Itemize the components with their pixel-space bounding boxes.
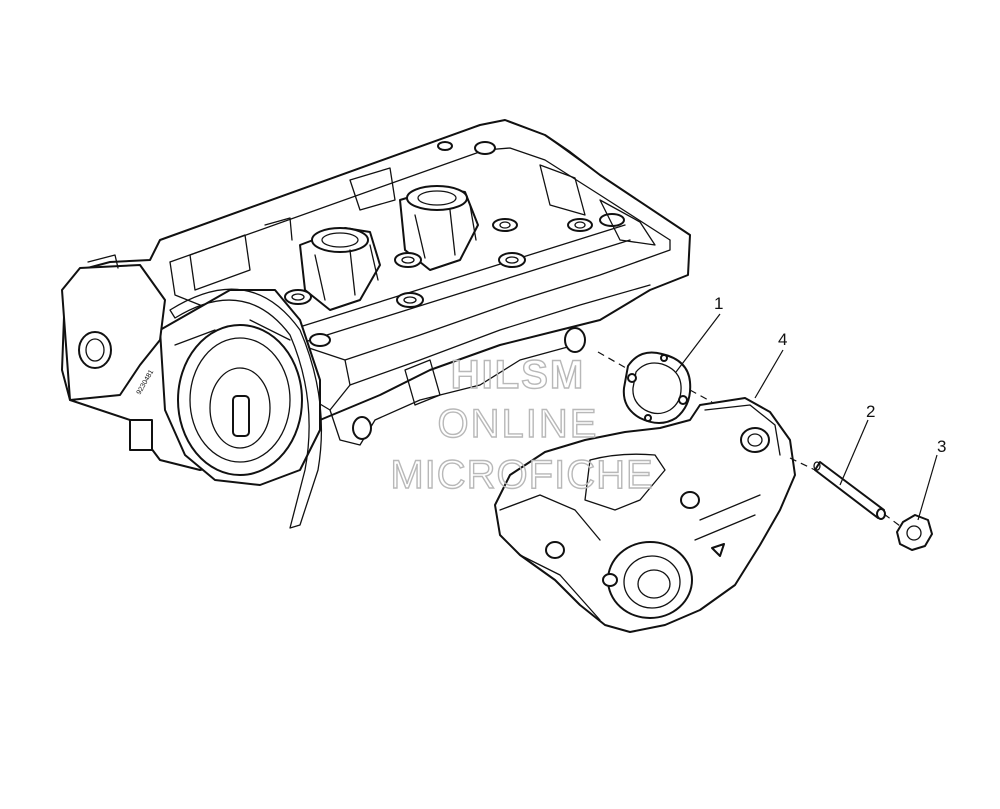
assembly-line-gasket-housing <box>689 389 713 403</box>
callout-leader-1 <box>675 313 721 373</box>
watermark: HILSM ONLINE MICROFICHE <box>390 352 654 497</box>
head-end-face: 9230481 <box>61 254 166 451</box>
watermark-line-3: MICROFICHE <box>390 453 653 497</box>
part-3-nut <box>896 514 933 551</box>
callout-leader-2 <box>839 419 869 486</box>
callout-number-3: 3 <box>937 437 946 456</box>
part-1-gasket <box>622 351 692 424</box>
callout-number-1: 1 <box>714 294 723 313</box>
watermark-line-1: HILSM <box>451 353 585 397</box>
part-4-thermostat-housing <box>494 397 796 633</box>
watermark-line-2: ONLINE <box>438 402 599 446</box>
part-2-stud <box>813 461 886 520</box>
cam-tower-1 <box>299 227 381 311</box>
callout-number-2: 2 <box>866 402 875 421</box>
cam-end-housing <box>159 288 323 529</box>
assembly-line-head-gasket <box>597 351 627 369</box>
callout-leader-3 <box>917 454 938 521</box>
assembly-line-stud-nut <box>883 513 901 527</box>
cylinder-head: 9230481 <box>61 119 691 529</box>
callout-leader-4 <box>754 349 784 399</box>
callout-number-4: 4 <box>778 330 787 349</box>
assembly-line-housing-stud <box>789 457 816 471</box>
